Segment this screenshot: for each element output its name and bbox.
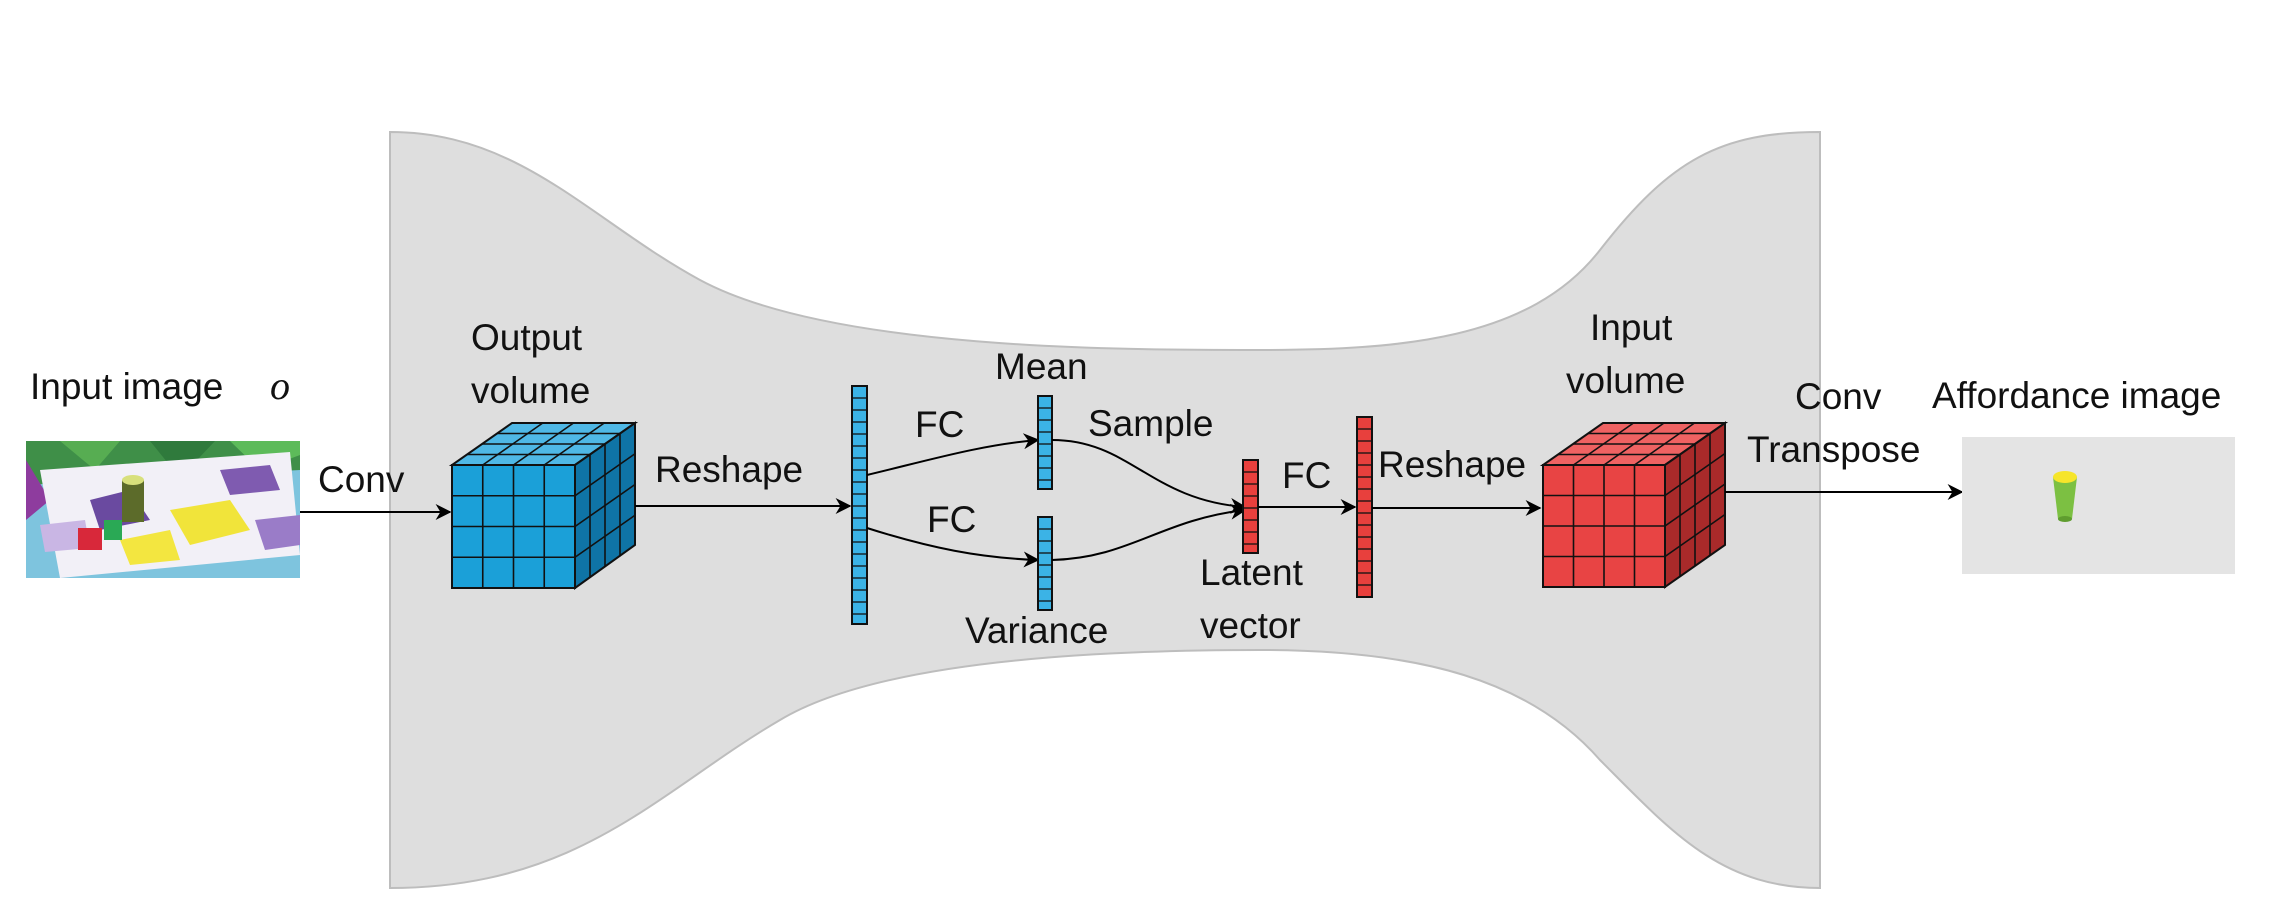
encoder-flat-vector bbox=[851, 385, 868, 625]
sample-label: Sample bbox=[1088, 403, 1213, 444]
variance-vector bbox=[1037, 516, 1053, 611]
reshape-decoder-label: Reshape bbox=[1378, 444, 1526, 485]
input-image-symbol: o bbox=[270, 363, 290, 408]
sample-mean-arrow bbox=[1051, 439, 1247, 514]
mean-label: Mean bbox=[995, 346, 1088, 387]
fc-mean-arrow bbox=[866, 433, 1040, 476]
conv-transpose-label-line1: Conv bbox=[1795, 376, 1882, 417]
network-background-shape bbox=[389, 130, 1821, 890]
input-volume-label-line1: Input bbox=[1590, 307, 1673, 348]
input-image-label: Input image bbox=[30, 366, 223, 407]
output-volume-label-line1: Output bbox=[471, 317, 583, 358]
output-volume-cube bbox=[448, 421, 639, 590]
fc-mean-label: FC bbox=[915, 404, 964, 445]
output-volume-label-line2: volume bbox=[471, 370, 590, 411]
variance-label: Variance bbox=[965, 610, 1108, 651]
input-image bbox=[26, 441, 300, 578]
affordance-image-label: Affordance image bbox=[1932, 375, 2221, 416]
affordance-image bbox=[1962, 437, 2235, 574]
reshape-encoder-label: Reshape bbox=[655, 449, 803, 490]
latent-vector bbox=[1242, 459, 1259, 554]
conv-transpose-label-line2: Transpose bbox=[1747, 429, 1920, 470]
input-volume-label-line2: volume bbox=[1566, 360, 1685, 401]
fc-variance-arrow bbox=[866, 527, 1040, 568]
decoder-flat-vector bbox=[1356, 416, 1373, 598]
fc-decoder-label: FC bbox=[1282, 455, 1331, 496]
fc-variance-label: FC bbox=[927, 499, 976, 540]
latent-label-line2: vector bbox=[1200, 605, 1301, 646]
conv-label: Conv bbox=[318, 459, 405, 500]
latent-label-line1: Latent bbox=[1200, 552, 1304, 593]
mean-vector bbox=[1037, 395, 1053, 490]
input-volume-cube bbox=[1539, 421, 1729, 589]
sample-variance-arrow bbox=[1051, 503, 1247, 561]
